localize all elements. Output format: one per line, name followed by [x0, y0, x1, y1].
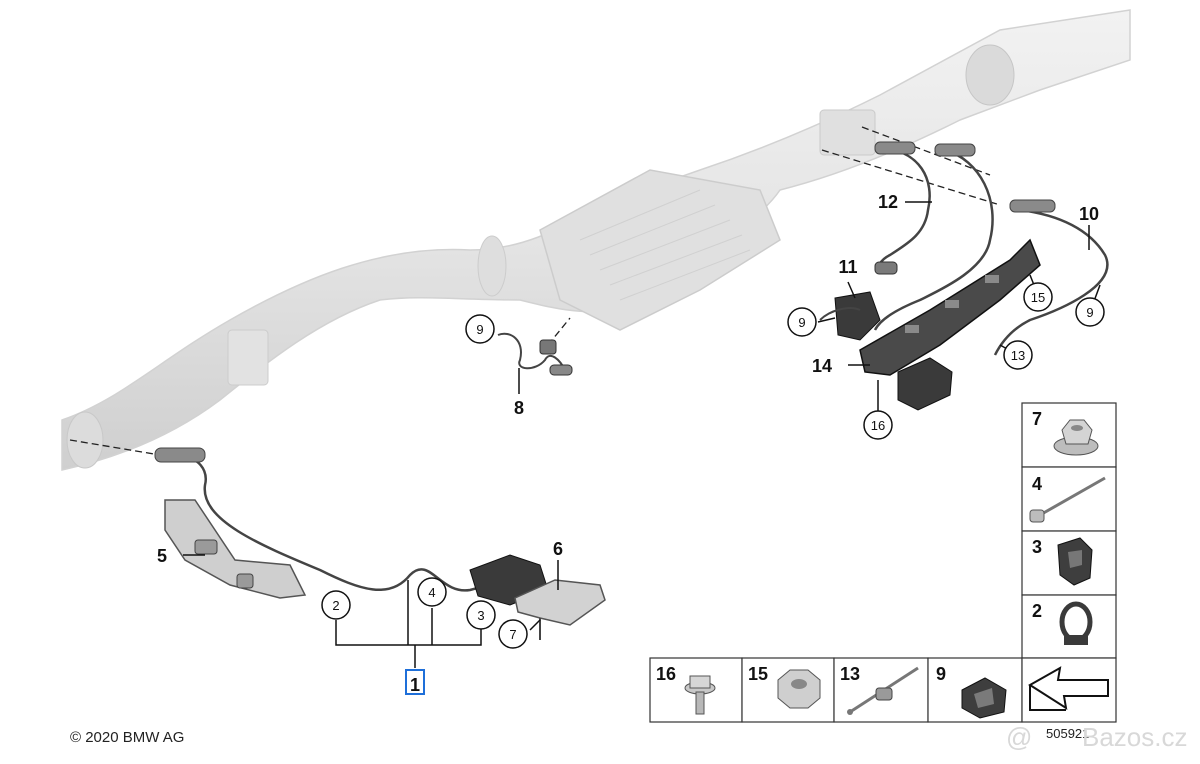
legend-cell-16[interactable]: 16 [656, 664, 716, 715]
hex-nut-icon [777, 669, 821, 709]
callout-2-label: 2 [332, 598, 339, 613]
legend-cell-9[interactable]: 9 [936, 664, 1007, 719]
exhaust-system [61, 9, 1131, 471]
circled-callout-13[interactable]: 13 [1003, 340, 1033, 370]
sensor-12-assembly[interactable] [874, 141, 931, 275]
image-id: 505921 [1046, 726, 1089, 741]
direction-arrow-icon [1028, 666, 1109, 711]
callout-13-label: 13 [1011, 348, 1025, 363]
legend-3-number: 3 [1032, 537, 1042, 557]
cable-tie-icon [1029, 476, 1106, 523]
legend-cell-4[interactable]: 4 [1029, 474, 1106, 523]
legend-4-number: 4 [1032, 474, 1042, 494]
callout-10[interactable]: 10 [1079, 204, 1099, 224]
legend-13-number: 13 [840, 664, 860, 684]
circled-callout-15[interactable]: 15 [1023, 282, 1053, 312]
flange-nut-icon [1053, 419, 1099, 456]
legend-7-number: 7 [1032, 409, 1042, 429]
legend-cell-15[interactable]: 15 [748, 664, 821, 709]
sensor-10-assembly[interactable] [993, 199, 1109, 356]
callout-7-label: 7 [509, 627, 516, 642]
circled-callout-9-right[interactable]: 9 [1075, 297, 1105, 327]
callout-14[interactable]: 14 [812, 356, 832, 376]
watermark: @ Bazos.cz [1006, 722, 1188, 752]
selected-callout-highlight [405, 669, 425, 695]
collar-screw-icon [684, 675, 716, 715]
sensor-11-assembly[interactable] [819, 143, 994, 341]
parts-legend [649, 402, 1117, 723]
legend-9-number: 9 [936, 664, 946, 684]
cable-holder-icon [1057, 537, 1093, 586]
copyright-text: © 2020 BMW AG [70, 729, 184, 746]
circled-callout-7[interactable]: 7 [498, 619, 528, 649]
circled-callout-2[interactable]: 2 [321, 590, 351, 620]
legend-cell-3[interactable]: 3 [1032, 537, 1093, 586]
legend-16-number: 16 [656, 664, 676, 684]
sensor-8-assembly[interactable] [497, 332, 573, 376]
circled-callout-16[interactable]: 16 [863, 410, 893, 440]
callout-3-label: 3 [477, 608, 484, 623]
circled-callout-3[interactable]: 3 [466, 600, 496, 630]
callout-8[interactable]: 8 [514, 398, 524, 418]
cable-holder-icon [961, 677, 1007, 719]
callout-15-label: 15 [1031, 290, 1045, 305]
legend-cell-arrow [1028, 666, 1109, 711]
legend-cell-7[interactable]: 7 [1032, 409, 1099, 456]
sensor-1-assembly[interactable] [154, 447, 606, 640]
legend-2-number: 2 [1032, 601, 1042, 621]
callout-11[interactable]: 11 [838, 257, 857, 277]
callout-1[interactable]: 1 [410, 675, 420, 695]
legend-cell-13[interactable]: 13 [840, 664, 919, 715]
cable-tie-clip-icon [847, 666, 919, 715]
callout-4-label: 4 [428, 585, 435, 600]
callout-9-left-label: 9 [798, 315, 805, 330]
callout-9-middle-label: 9 [476, 322, 483, 337]
legend-cell-2[interactable]: 2 [1032, 601, 1093, 645]
circled-callout-4[interactable]: 4 [417, 577, 447, 607]
watermark-text: Bazos.cz [1082, 722, 1188, 752]
circled-callout-9-left-cluster[interactable]: 9 [787, 307, 817, 337]
callout-5[interactable]: 5 [157, 546, 167, 566]
circled-callout-9-middle[interactable]: 9 [465, 314, 495, 344]
callout-6[interactable]: 6 [553, 539, 563, 559]
callout-12[interactable]: 12 [878, 192, 898, 212]
watermark-at-icon: @ [1006, 722, 1032, 752]
bracket-14[interactable] [859, 238, 1041, 411]
hose-clip-icon [1059, 601, 1093, 645]
legend-15-number: 15 [748, 664, 768, 684]
callout-16-label: 16 [871, 418, 885, 433]
callout-9-right-label: 9 [1086, 305, 1093, 320]
